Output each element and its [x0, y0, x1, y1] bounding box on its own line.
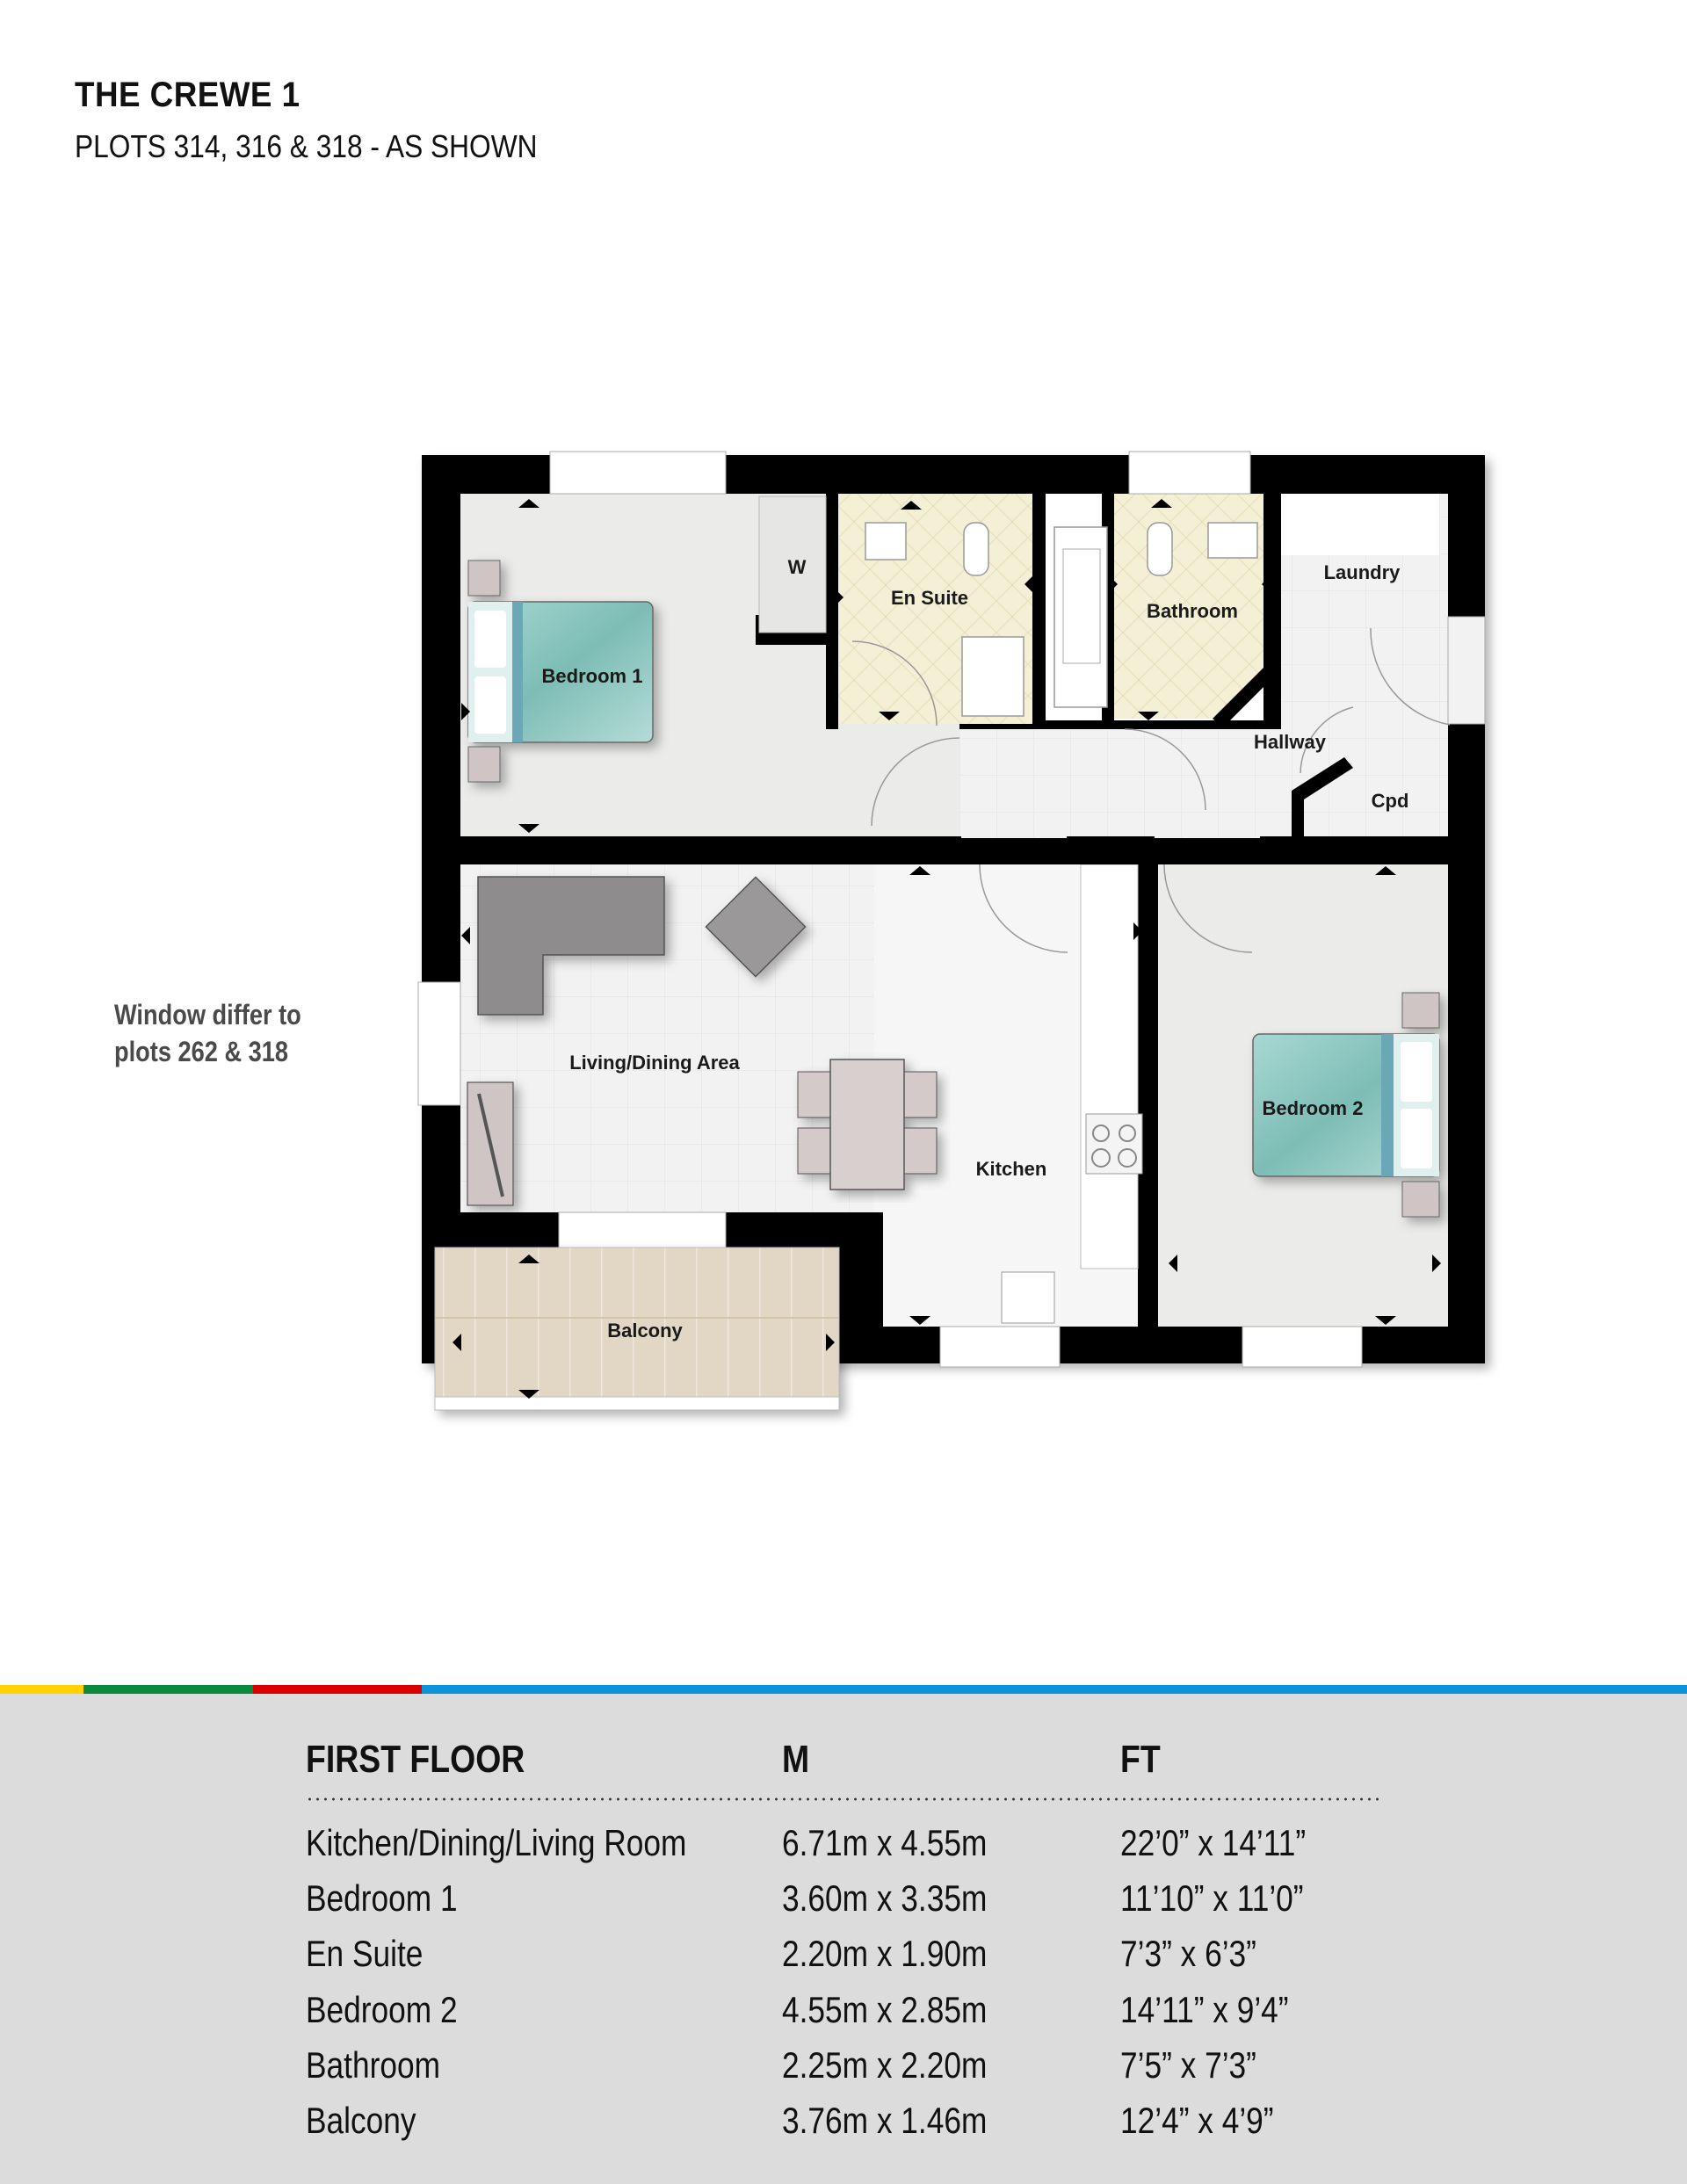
plan-title: THE CREWE 1	[75, 76, 300, 114]
room-label-bedroom1: Bedroom 1	[541, 665, 643, 687]
row-feet: 12’4” x 4’9”	[1120, 2100, 1274, 2141]
row-metres: 2.25m x 2.20m	[782, 2044, 988, 2086]
room-label-wardrobe: W	[787, 556, 807, 578]
table-header-feet: FT	[1120, 1738, 1161, 1781]
room-label-living: Living/Dining Area	[569, 1052, 740, 1074]
room-label-kitchen: Kitchen	[975, 1158, 1047, 1180]
window-note-line1: Window differ to	[114, 999, 301, 1031]
dimensions-panel	[0, 1694, 1687, 2184]
row-room: Bathroom	[306, 2044, 440, 2086]
row-room: Kitchen/Dining/Living Room	[306, 1822, 687, 1863]
row-metres: 6.71m x 4.55m	[782, 1822, 988, 1863]
row-feet: 11’10” x 11’0”	[1120, 1877, 1304, 1919]
row-metres: 3.76m x 1.46m	[782, 2100, 988, 2141]
row-feet: 7’5” x 7’3”	[1120, 2044, 1256, 2086]
row-room: Balcony	[306, 2100, 416, 2141]
window-note-line2: plots 262 & 318	[114, 1036, 289, 1067]
room-label-bathroom: Bathroom	[1147, 600, 1238, 622]
row-room: Bedroom 2	[306, 1989, 458, 2030]
row-room: En Suite	[306, 1933, 424, 1974]
color-band-red	[253, 1685, 422, 1694]
row-room: Bedroom 1	[306, 1877, 458, 1919]
table-header-floor: FIRST FLOOR	[306, 1738, 525, 1781]
row-metres: 2.20m x 1.90m	[782, 1933, 988, 1974]
row-metres: 4.55m x 2.85m	[782, 1989, 988, 2030]
plots-subtitle: PLOTS 314, 316 & 318 - AS SHOWN	[75, 128, 538, 164]
color-band-green	[83, 1685, 253, 1694]
floor-plan: Bedroom 1 W En Suite Bathroom Laundry Ha…	[417, 451, 1486, 1411]
row-feet: 22’0” x 14’11”	[1120, 1822, 1307, 1863]
row-feet: 7’3” x 6’3”	[1120, 1933, 1256, 1974]
room-label-hallway: Hallway	[1254, 731, 1326, 753]
row-feet: 14’11” x 9’4”	[1120, 1989, 1289, 2030]
table-header-metres: M	[782, 1738, 810, 1781]
color-band-blue	[422, 1685, 1687, 1694]
color-band-yellow	[0, 1685, 83, 1694]
room-label-cupboard: Cpd	[1371, 790, 1409, 812]
floor-plan-drawing	[417, 451, 1486, 1411]
room-label-ensuite: En Suite	[890, 587, 969, 609]
room-label-laundry: Laundry	[1323, 561, 1401, 583]
room-label-bedroom2: Bedroom 2	[1262, 1097, 1364, 1119]
room-label-balcony: Balcony	[607, 1320, 683, 1341]
row-metres: 3.60m x 3.35m	[782, 1877, 988, 1919]
table-divider	[306, 1797, 1383, 1801]
window-note: Window differ to plots 262 & 318	[114, 996, 301, 1070]
